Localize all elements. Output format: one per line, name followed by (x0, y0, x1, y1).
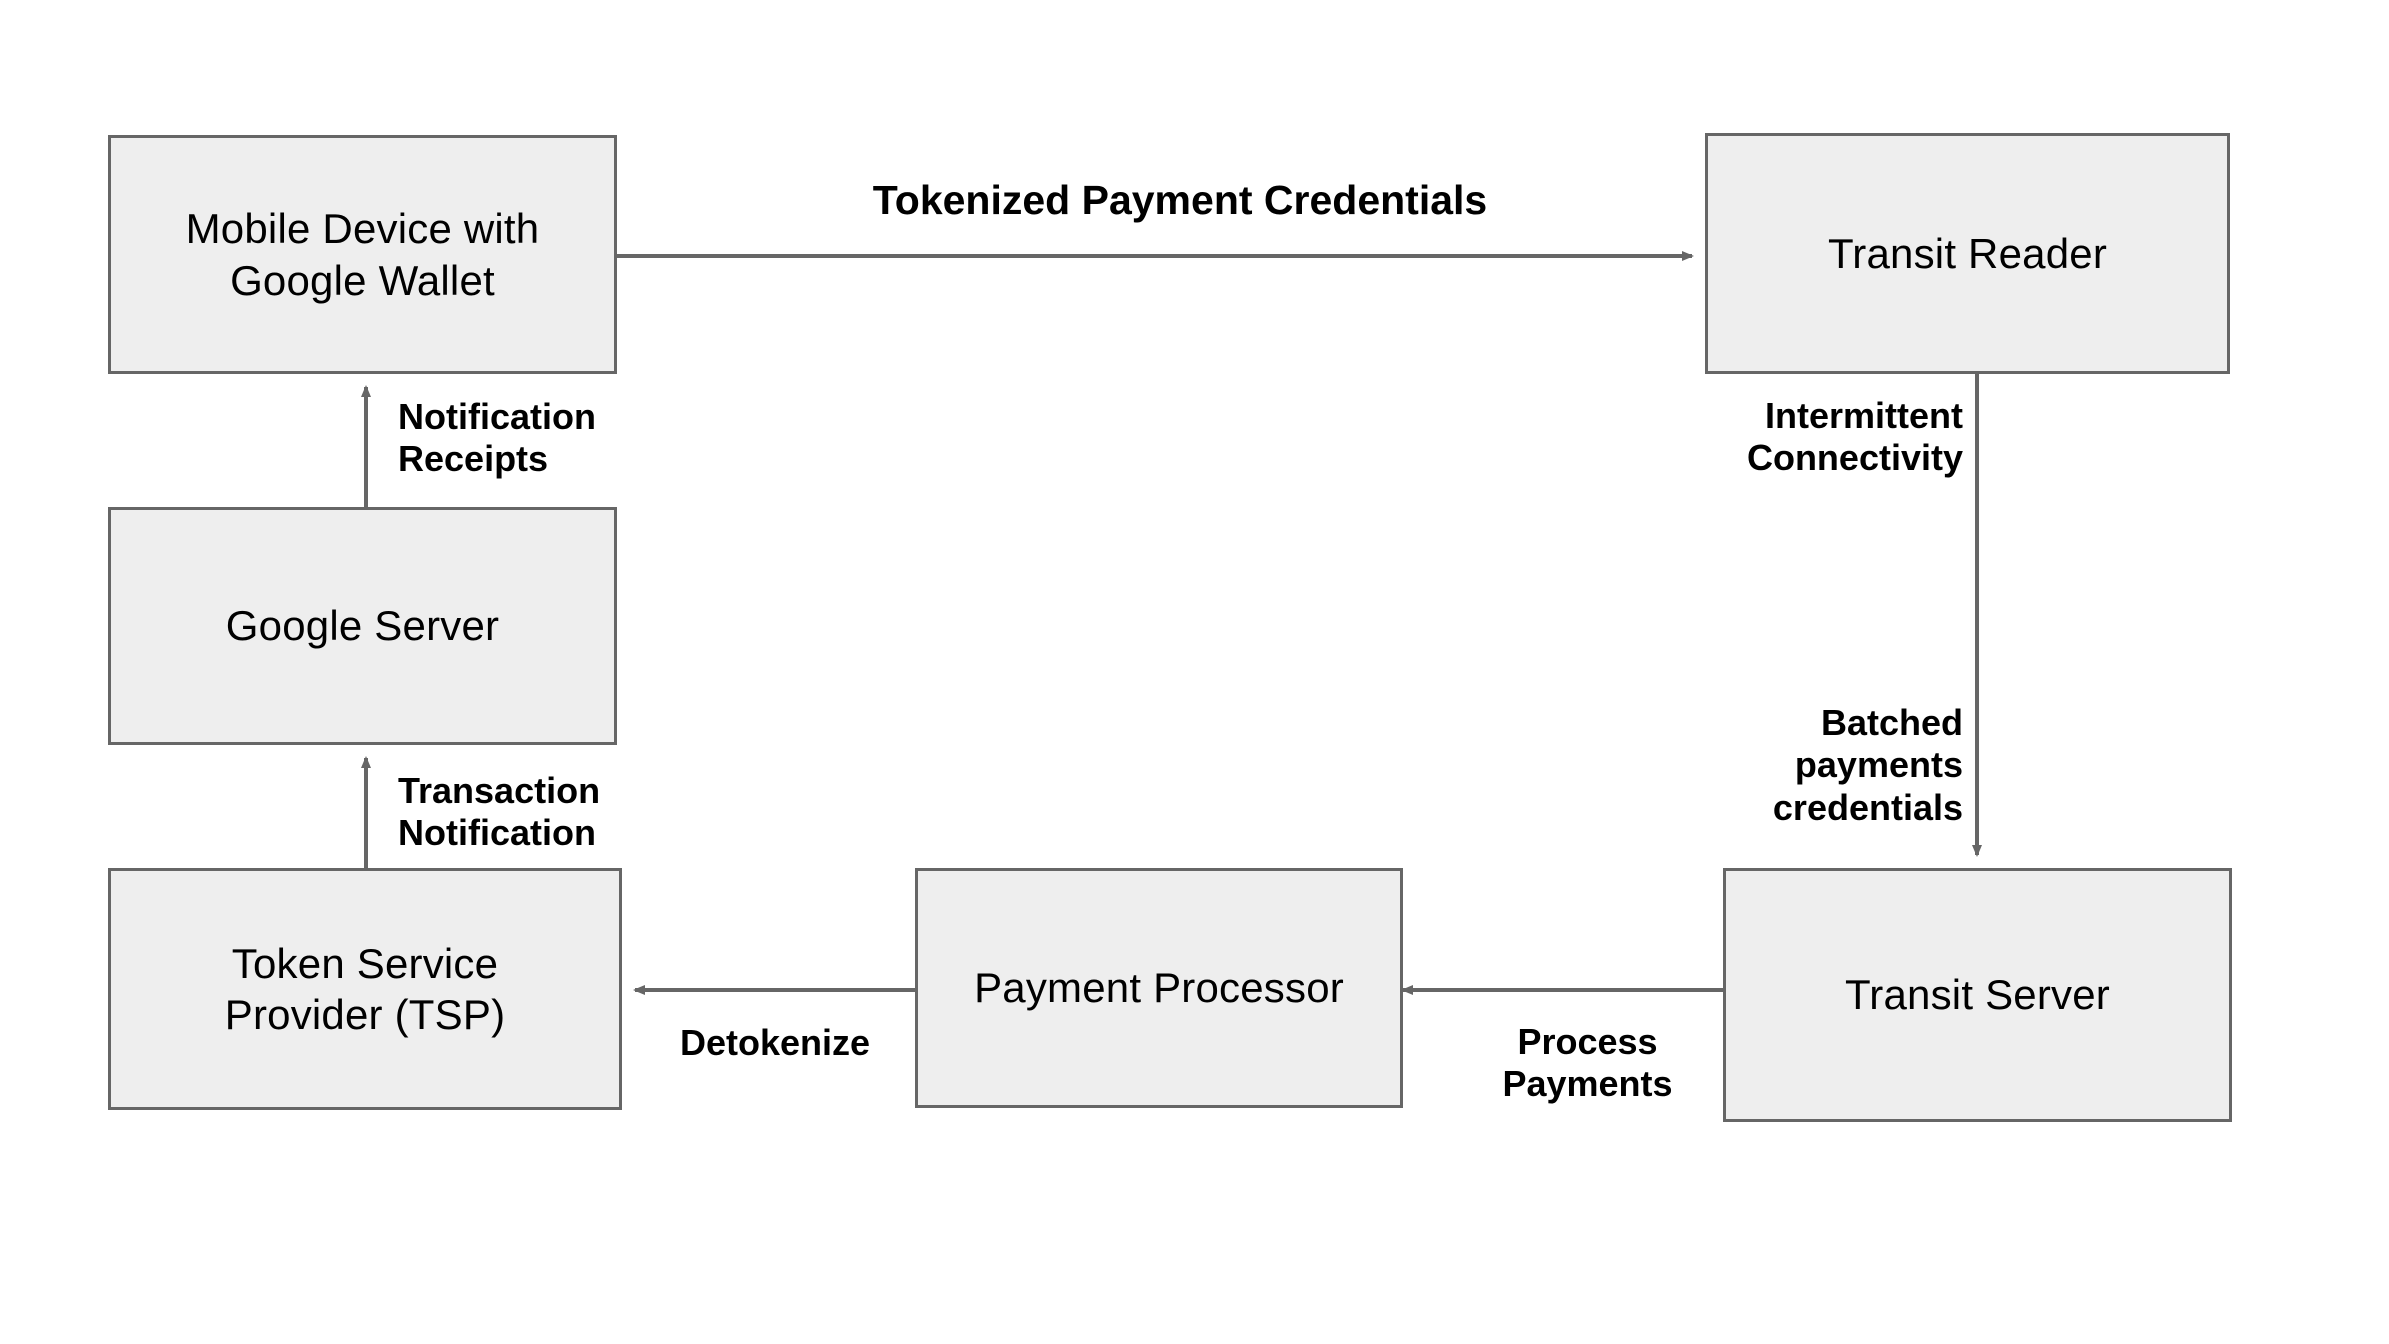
node-mobile-device[interactable]: Mobile Device with Google Wallet (108, 135, 617, 374)
node-mobile-device-label: Mobile Device with Google Wallet (185, 205, 540, 304)
edge-label-batched-payments-credentials: Batched payments credentials (1772, 702, 1963, 828)
node-transit-reader[interactable]: Transit Reader (1705, 133, 2230, 374)
edge-label-process-payments: Process Payments (1502, 1021, 1673, 1105)
edge-label-tokenized-payment-credentials: Tokenized Payment Credentials (872, 177, 1488, 223)
node-transit-reader-label: Transit Reader (1827, 229, 2108, 277)
node-token-service-provider[interactable]: Token Service Provider (TSP) (108, 868, 622, 1110)
node-google-server[interactable]: Google Server (108, 507, 617, 745)
node-transit-server-label: Transit Server (1845, 971, 2110, 1019)
edge-label-detokenize: Detokenize (679, 1022, 871, 1063)
edge-label-transaction-notification: Transaction Notification (398, 770, 601, 854)
node-token-service-provider-label: Token Service Provider (TSP) (224, 939, 506, 1038)
edge-label-notification-receipts: Notification Receipts (398, 396, 596, 480)
edge-label-intermittent-connectivity: Intermittent Connectivity (1746, 395, 1963, 479)
node-transit-server[interactable]: Transit Server (1723, 868, 2232, 1122)
node-google-server-label: Google Server (225, 602, 500, 650)
node-payment-processor[interactable]: Payment Processor (915, 868, 1403, 1108)
node-payment-processor-label: Payment Processor (974, 964, 1344, 1012)
